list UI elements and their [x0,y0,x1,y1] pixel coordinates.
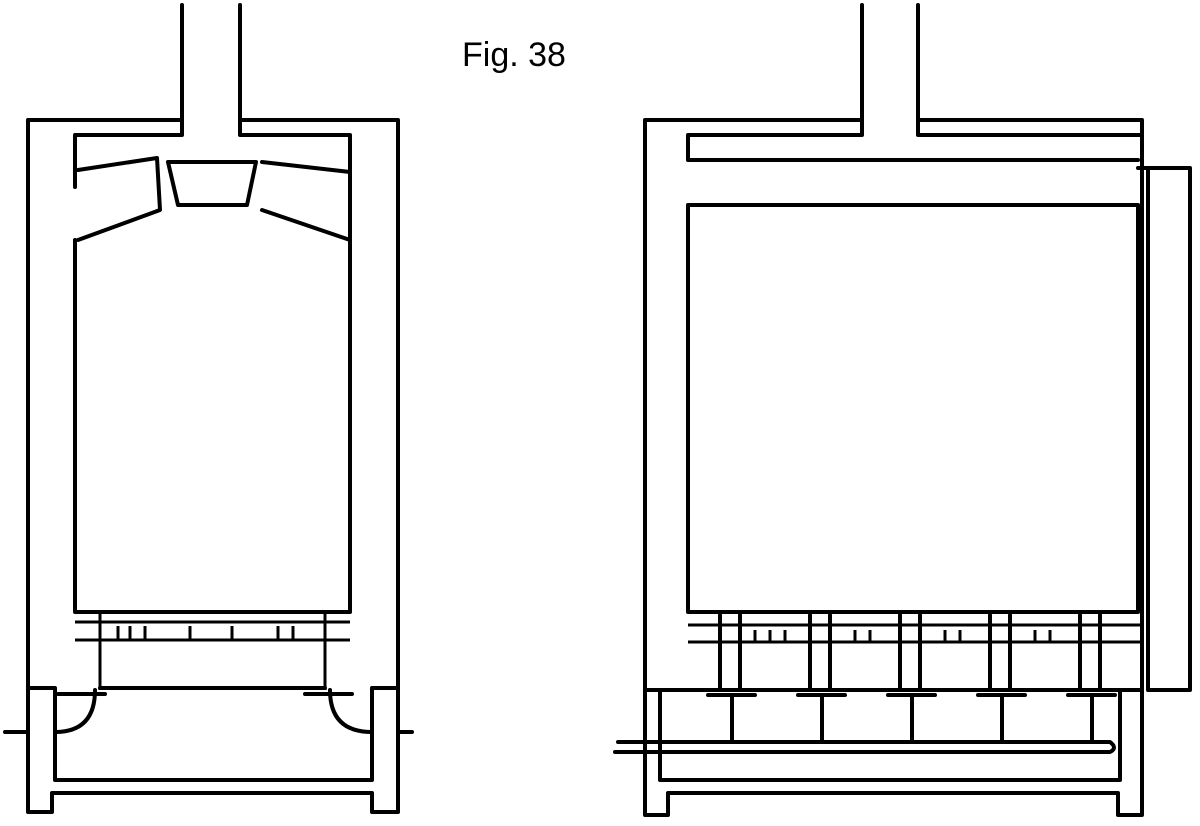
right-burners [706,613,1117,744]
right-base [643,686,1144,817]
right-side-flue [1136,166,1192,692]
left-burner-pipes [3,688,414,734]
left-arch-block-3 [260,160,352,242]
right-outer-wall [643,118,1144,692]
right-chimney [686,3,1144,162]
left-chamber [73,238,352,614]
left-chimney [73,3,352,189]
left-ash-pit [26,686,400,782]
right-ash-pit [643,688,1144,782]
left-arch-block-1 [76,156,162,242]
left-arch-block-2 [166,160,258,207]
right-grate [688,623,1142,644]
left-grate [75,612,350,690]
left-base [26,686,400,814]
left-outer-wall [26,118,400,690]
left-furnace-arched [3,3,414,814]
right-chamber [686,203,1140,614]
figure-title: Fig. 38 [462,36,566,74]
right-gas-manifold [613,740,1116,754]
right-furnace-flat [613,3,1192,817]
